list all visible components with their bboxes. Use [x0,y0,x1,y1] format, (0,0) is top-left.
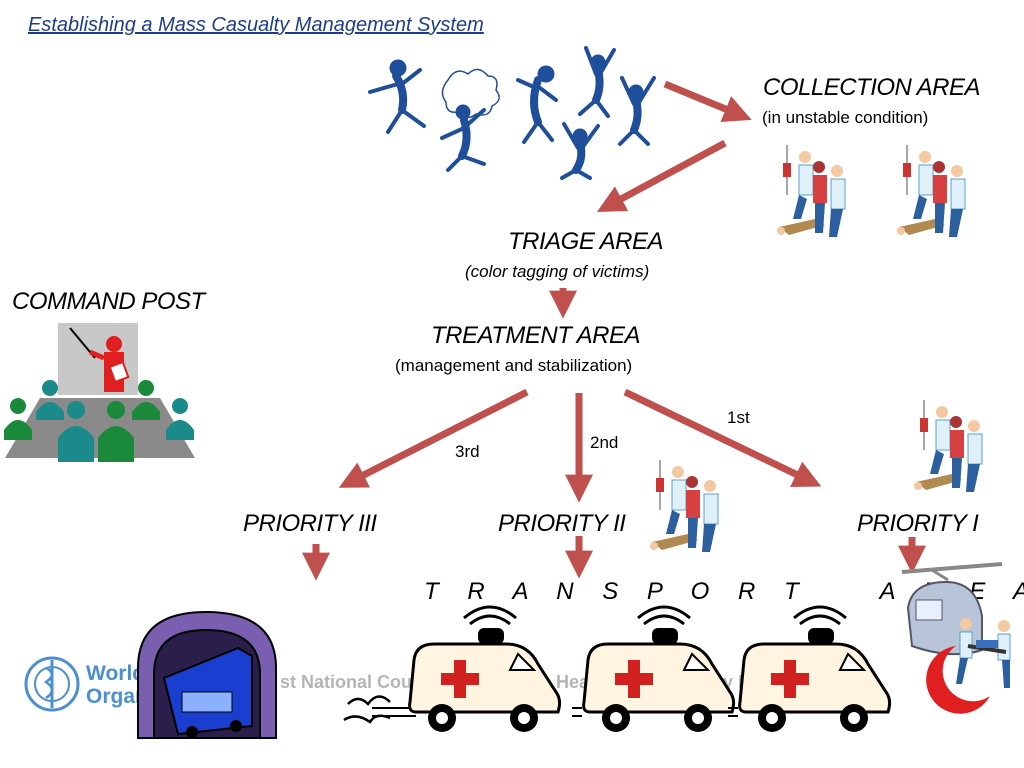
panicking-people-icon [368,46,656,180]
arrow-crowd-to-collection [663,80,752,123]
collection-area-label: COLLECTION AREA [763,74,981,101]
priority-3-order: 3rd [455,442,480,461]
collection-area-note: (in unstable condition) [762,108,929,127]
triage-area-note: (color tagging of victims) [465,262,650,281]
command-post-icon [4,323,195,462]
who-logo-icon [24,656,80,712]
priority-1-order: 1st [727,408,750,427]
medic-team-icon [776,144,846,238]
triage-area-label: TRIAGE AREA [508,228,663,255]
command-post-label: COMMAND POST [12,288,205,315]
tunnel-bus-icon [137,610,277,739]
helicopter-icon [901,562,1011,714]
who-text-line2: Organ [86,685,148,708]
priority-3-label: PRIORITY III [243,510,377,537]
arrow-treatment-to-p3 [338,388,529,488]
page-title[interactable]: Establishing a Mass Casualty Management … [28,14,484,36]
ambulance-icon [572,608,742,758]
priority-1-label: PRIORITY I [857,510,979,537]
ambulance-icon [728,608,898,758]
priority-2-label: PRIORITY II [498,510,626,537]
arrow-collection-to-triage [596,139,727,212]
medic-team-icon [896,144,966,238]
priority-2-order: 2nd [590,433,619,452]
who-text-line1: World [86,662,146,685]
treatment-area-label: TREATMENT AREA [431,322,641,349]
arrow-treatment-to-p1 [623,388,822,487]
medic-team-icon [649,459,719,553]
ambulance-icon [342,608,562,758]
footer-course-text: st National Cour [280,672,420,692]
medic-team-icon [913,399,983,493]
treatment-area-note: (management and stabilization) [395,356,633,375]
